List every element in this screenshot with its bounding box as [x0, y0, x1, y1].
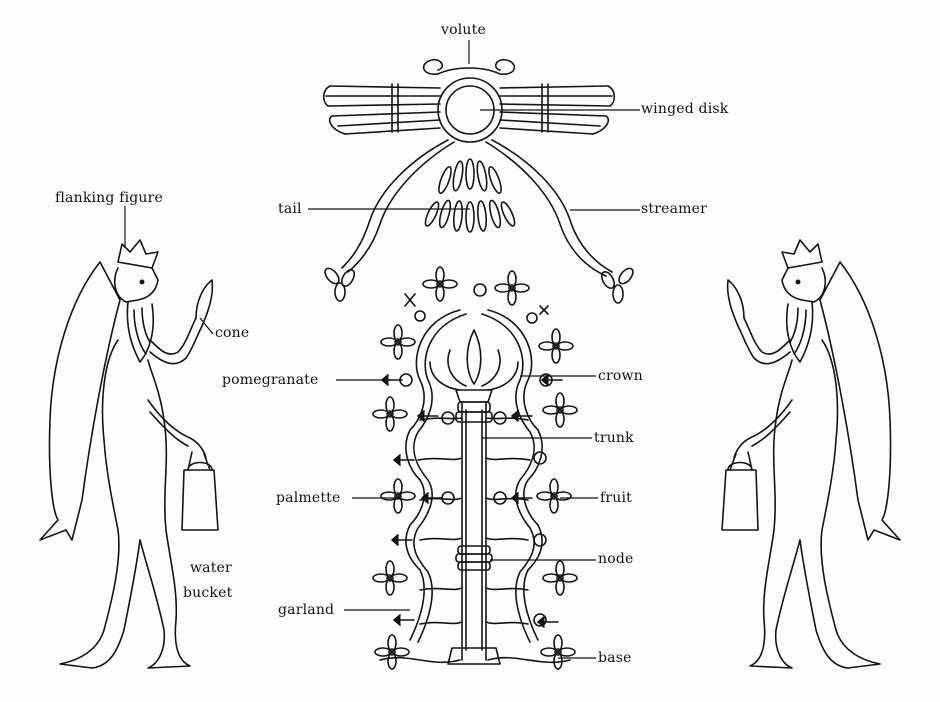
label-volute: volute — [441, 22, 486, 38]
label-palmette: palmette — [276, 490, 340, 506]
label-bucket: bucket — [183, 585, 232, 601]
sacred-tree-drawing — [373, 267, 577, 669]
winged-disk-drawing — [322, 60, 635, 303]
label-garland: garland — [278, 602, 334, 618]
label-streamer: streamer — [641, 201, 707, 217]
label-base: base — [598, 650, 632, 666]
right-flanking-figure-drawing — [722, 240, 900, 668]
label-water: water — [190, 560, 232, 576]
label-crown: crown — [598, 368, 643, 384]
label-node: node — [598, 551, 634, 567]
label-tail: tail — [278, 201, 302, 217]
label-winged-disk: winged disk — [641, 101, 728, 117]
left-flanking-figure-drawing — [40, 240, 218, 668]
label-cone: cone — [215, 325, 249, 341]
label-trunk: trunk — [594, 430, 634, 446]
label-flanking-figure: flanking figure — [55, 190, 163, 206]
label-fruit: fruit — [600, 490, 632, 506]
label-pomegranate: pomegranate — [222, 372, 318, 388]
